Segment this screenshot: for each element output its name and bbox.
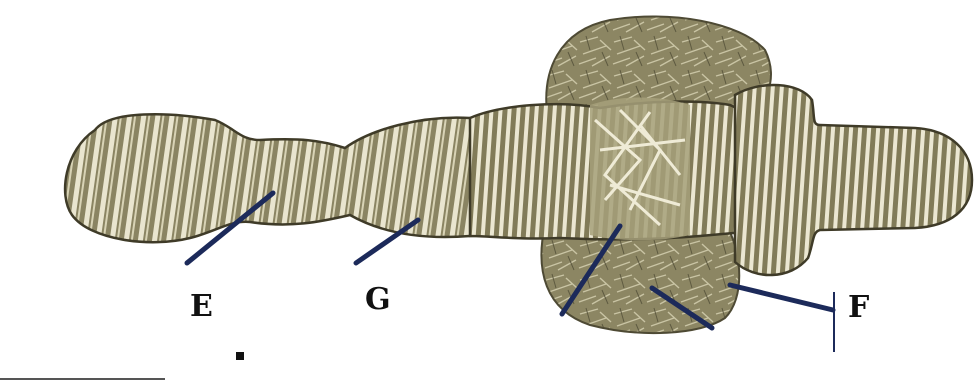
label-f: F <box>848 293 869 323</box>
label-e: E <box>190 292 213 322</box>
small-marker-dot <box>236 352 244 360</box>
right-banded-segment <box>735 85 972 275</box>
label-g: G <box>365 285 391 315</box>
pointer-line-f <box>730 285 833 310</box>
